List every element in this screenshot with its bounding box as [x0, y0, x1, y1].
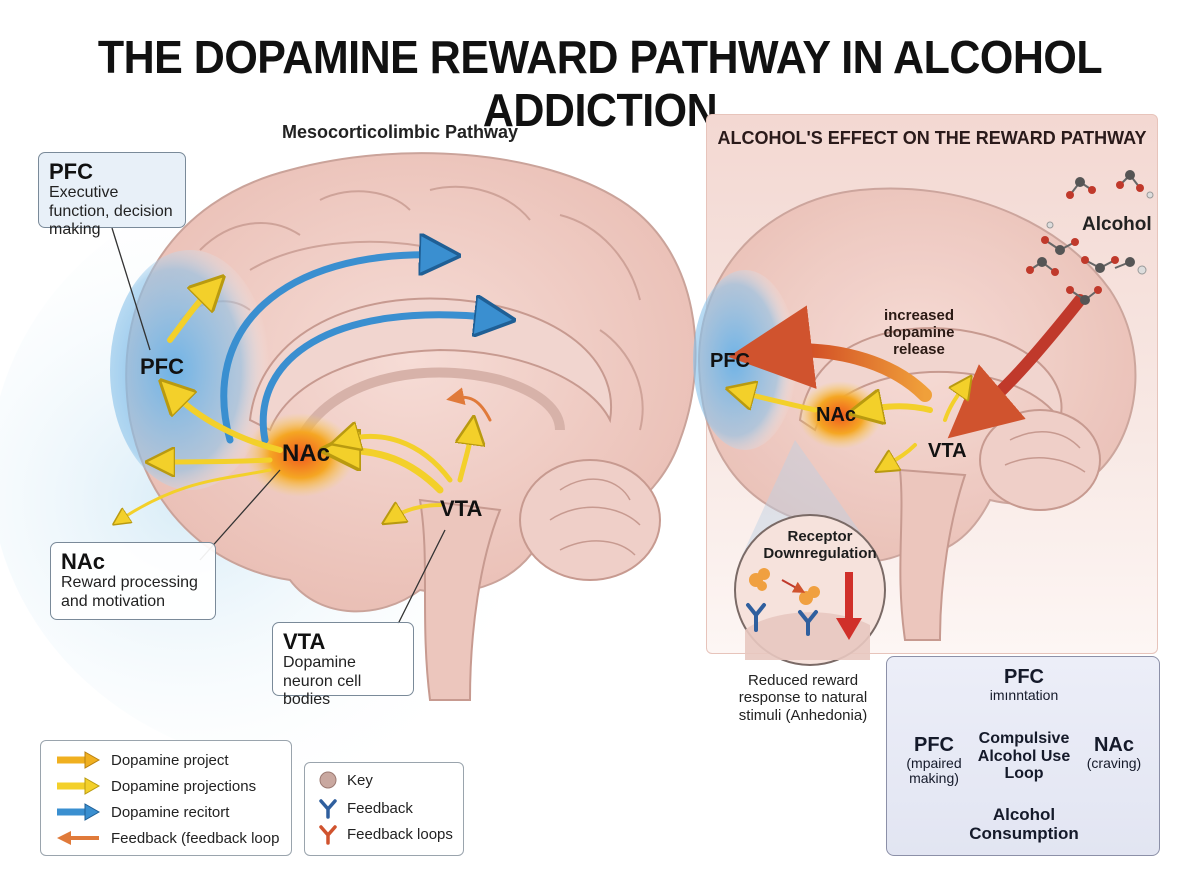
circle-icon — [319, 771, 337, 789]
legend-label: Dopamine project — [111, 751, 229, 769]
vta-label-right: VTA — [928, 440, 967, 462]
alcohol-label: Alcohol — [1082, 214, 1152, 235]
loop-top-sub: imınntation — [989, 687, 1059, 703]
yellow-arrow-pfc-up — [167, 288, 212, 343]
nac-label-left: NAc — [282, 440, 331, 467]
loop-top-head: PFC — [1004, 666, 1044, 688]
loop-right-sub: (craving) — [1086, 755, 1142, 771]
receptor-downregulation-title: Receptor Downregulation — [763, 528, 877, 563]
legend-label: Dopamine projections — [111, 777, 257, 795]
legend-label: Feedback (feedback loop — [111, 829, 280, 847]
pfc-label-right: PFC — [710, 350, 750, 372]
pfc-label-left: PFC — [140, 354, 184, 379]
orange-feedback-arrow — [446, 387, 492, 422]
compulsive-loop-box — [886, 656, 1160, 856]
yellow-orange-arrow-icon — [57, 751, 101, 769]
pfc-callout-desc: Executive function, decision making — [49, 184, 173, 239]
alcohol-effect-panel — [706, 114, 1158, 654]
legend-item: Feedback (feedback loop — [53, 827, 279, 849]
yellow-arrow-pfc — [172, 392, 283, 453]
key-item: Key — [317, 769, 373, 791]
alcohol-effect-title: ALCOHOL'S EFFECT ON THE REWARD PATHWAY — [717, 128, 1147, 148]
loop-right-head: NAc — [1093, 734, 1134, 756]
left-pathway-arrows — [120, 255, 495, 520]
yellow-arrow-vta-nac-2 — [345, 436, 453, 483]
pfc-callout: PFC Executive function, decision making — [38, 152, 186, 238]
reduced-reward-text: Reduced reward response to natural stimu… — [738, 672, 868, 724]
orange-back-arrow-icon — [57, 831, 99, 845]
nac-callout-desc: Reward processing and motivation — [61, 574, 198, 610]
yellow-arrow-vta-down — [392, 505, 442, 518]
yellow-arrow-down — [120, 468, 272, 520]
legend-item: Dopamine project — [53, 749, 229, 771]
loop-bottom-label: Alcohol Consumption — [969, 805, 1079, 843]
receptor-icon — [319, 825, 337, 845]
vta-callout-head: VTA — [283, 629, 326, 654]
key-item: Feedback — [317, 797, 413, 819]
page-title: THE DOPAMINE REWARD PATHWAY IN ALCOHOL A… — [97, 32, 1103, 137]
blue-arc-arrow-1 — [220, 255, 440, 444]
yellow-arrow-vta-up — [460, 430, 472, 483]
loop-left-head: PFC — [914, 734, 954, 756]
loop-left-sub: (mpaired making) — [906, 755, 962, 787]
yellow-arrow-icon — [57, 777, 101, 795]
legend-item: Dopamine recitort — [53, 801, 229, 823]
nac-callout: NAc Reward processing and motivation — [50, 542, 216, 620]
blue-arrow-icon — [57, 803, 101, 821]
loop-center-label: Compulsive Alcohol Use Loop — [977, 730, 1071, 783]
vta-callout-desc: Dopamine neuron cell bodies — [283, 654, 362, 709]
pfc-callout-head: PFC — [49, 159, 93, 184]
key-label: Feedback — [347, 799, 413, 817]
increased-dopamine-label: increased dopamine release — [883, 307, 955, 358]
yellow-arrow-front — [160, 460, 273, 462]
key-legend: Key Feedback Feedback loops — [304, 762, 464, 856]
key-label: Key — [347, 771, 373, 789]
arrow-legend: Dopamine project Dopamine projections Do… — [40, 740, 292, 856]
vta-label-left: VTA — [440, 496, 483, 521]
key-item: Feedback loops — [317, 823, 453, 845]
nac-label-right: NAc — [816, 404, 857, 426]
legend-label: Dopamine recitort — [111, 803, 230, 821]
vta-callout: VTA Dopamine neuron cell bodies — [272, 622, 414, 708]
nac-callout-head: NAc — [61, 549, 106, 574]
key-label: Feedback loops — [347, 825, 453, 843]
receptor-icon — [319, 799, 337, 819]
blue-arc-arrow-2 — [259, 315, 495, 444]
cerebellum-left — [519, 459, 661, 581]
legend-item: Dopamine projections — [53, 775, 256, 797]
pathway-subtitle: Mesocorticolimbic Pathway — [281, 122, 519, 142]
